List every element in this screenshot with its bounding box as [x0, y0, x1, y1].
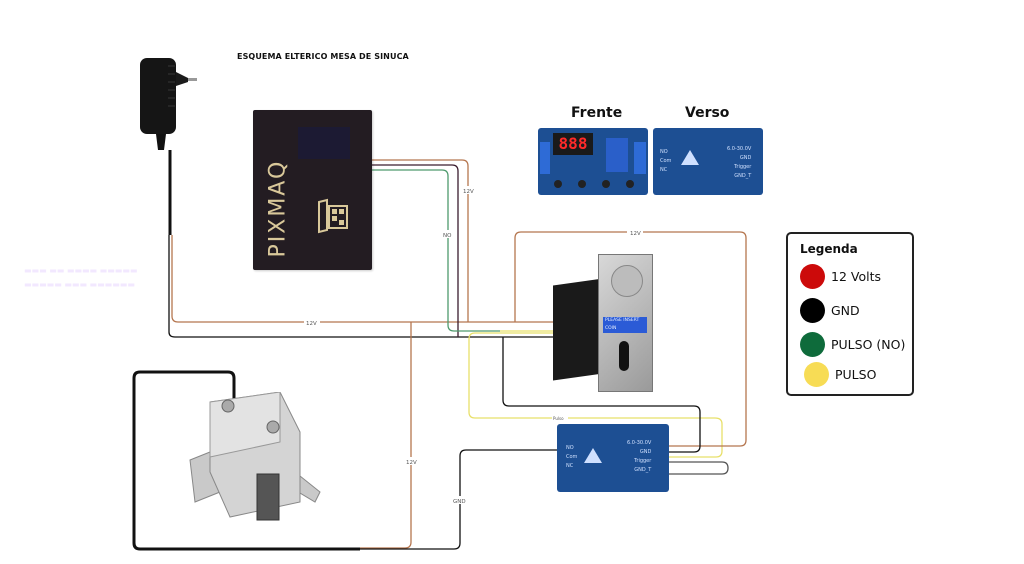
relay-front-title: Frente	[571, 105, 623, 121]
pin-com: Com	[660, 158, 672, 164]
wired-pin-trigger: Trigger	[634, 458, 652, 464]
legend: Legenda 12 Volts GND PULSO (NO) PULSO	[786, 232, 914, 396]
legend-swatch-yellow	[804, 362, 829, 387]
pixmaq-device: PIXMAQ	[253, 110, 372, 270]
pin-vin: 6.0-30.0V	[727, 146, 752, 152]
terminal-block-left	[540, 142, 550, 174]
pin-nc: NC	[660, 167, 668, 173]
wire-pulse	[468, 332, 723, 458]
warning-triangle-icon	[681, 150, 699, 165]
relay-buttons	[554, 180, 634, 188]
wire-pixmaq-gnd	[372, 164, 459, 337]
pixmaq-screen	[298, 127, 350, 159]
wired-pin-gnd: GND	[639, 449, 652, 455]
pixmaq-brand: PIXMAQ	[265, 159, 291, 258]
wired-pin-com: Com	[566, 454, 578, 460]
relay-board-back: NO Com NC 6.0-30.0V GND Trigger GND_T	[653, 128, 763, 195]
legend-title: Legenda	[800, 242, 858, 256]
wire-pixmaq-12v	[372, 159, 469, 322]
legend-item-gnd: GND	[800, 298, 860, 323]
coin-return-slot	[619, 341, 629, 371]
wired-pin-nc: NC	[566, 463, 574, 469]
wire-lock-loop	[132, 370, 360, 551]
wired-warning-triangle-icon	[584, 448, 602, 463]
legend-item-pulso-no: PULSO (NO)	[800, 332, 905, 357]
wire-relay-gnd	[502, 337, 701, 453]
solenoid-lock-icon	[189, 392, 321, 521]
terminal-block-right	[634, 142, 646, 174]
relay-display: 888	[553, 133, 593, 155]
pin-gnd: GND	[739, 155, 752, 161]
coin-acceptor: PLEASE INSERT COIN	[553, 254, 653, 392]
qr-payment-icon	[318, 198, 348, 234]
legend-item-pulso: PULSO	[804, 362, 876, 387]
relay-back-title: Verso	[685, 105, 730, 121]
pin-trigger: Trigger	[734, 164, 752, 170]
relay-board-front: 888	[538, 128, 648, 195]
pin-gnd-t: GND_T	[734, 173, 752, 179]
label-pixmaq-no: NO	[443, 233, 452, 239]
wired-pin-vin: 6.0-30.0V	[627, 440, 652, 446]
wired-pin-no: NO	[566, 445, 574, 451]
wire-adapter-12v	[171, 235, 553, 323]
relay-board-wired: NO Com NC 6.0-30.0V GND Trigger GND_T	[557, 424, 669, 492]
wired-pin-gnd-t: GND_T	[634, 467, 652, 473]
legend-swatch-green	[800, 332, 825, 357]
legend-swatch-black	[800, 298, 825, 323]
relay-component	[606, 138, 628, 172]
label-pixmaq-12v: 12V	[463, 189, 474, 195]
wire-coin-12v	[514, 231, 747, 447]
label-lock-12v: 12V	[406, 460, 417, 466]
label-coin-12v: 12V	[630, 231, 641, 237]
wire-gnd-t	[668, 461, 729, 475]
legend-item-12v: 12 Volts	[800, 264, 881, 289]
diagram-title: ESQUEMA ELTERICO MESA DE SINUCA	[237, 52, 409, 61]
wire-lock-12v	[360, 322, 412, 549]
label-lock-gnd: GND	[453, 499, 466, 505]
faint-artifact-text: ▬▬▬ ▬▬ ▬▬▬▬ ▬▬▬▬▬▬▬▬▬▬ ▬▬▬ ▬▬▬▬▬▬	[24, 266, 138, 289]
wire-adapter-gnd	[168, 235, 553, 338]
power-adapter-icon	[140, 58, 197, 150]
wire-pixmaq-no	[372, 169, 500, 332]
pin-no: NO	[660, 149, 668, 155]
label-adapter-12v: 12V	[306, 321, 317, 327]
coin-acceptor-body	[553, 278, 603, 381]
coin-acceptor-faceplate: PLEASE INSERT COIN	[598, 254, 653, 392]
legend-swatch-red	[800, 264, 825, 289]
label-pulse: Pulso	[553, 416, 564, 421]
coin-display: PLEASE INSERT COIN	[603, 317, 647, 333]
coin-slot-knob	[611, 265, 643, 297]
